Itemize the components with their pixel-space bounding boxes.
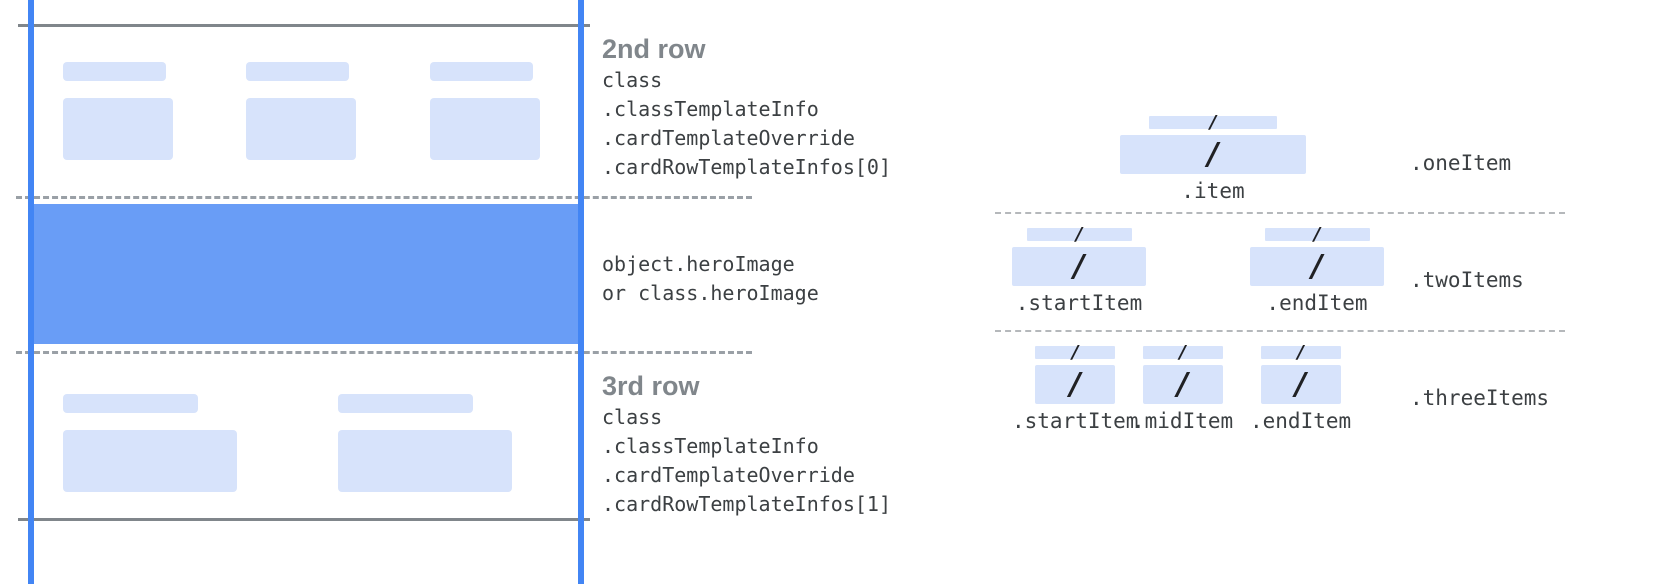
item-value-box: /	[1142, 365, 1223, 404]
item-value-box: /	[1012, 247, 1146, 286]
placeholder-label-bar	[246, 62, 350, 81]
annotation-code-line: .cardRowTemplateInfos[1]	[602, 492, 891, 516]
slash-icon: /	[1295, 366, 1307, 402]
placeholder-label-bar	[338, 394, 473, 413]
item-column: / / .startItem	[1012, 223, 1146, 315]
item-caption: .startItem	[1015, 291, 1143, 315]
annotation-code-line: .cardTemplateOverride	[602, 463, 855, 487]
placeholder-value-box	[338, 430, 512, 492]
group-three-items: / / .startItem / / .midItem /	[960, 336, 1676, 448]
third-row-column	[31, 394, 306, 494]
card-right-guide-line	[578, 0, 584, 584]
item-column: / / .item	[1120, 111, 1306, 203]
item-value-box: /	[1250, 247, 1384, 286]
card-left-guide-line	[28, 0, 34, 584]
item-caption: .endItem	[1250, 409, 1352, 433]
annotation-second-row: 2nd row class .classTemplateInfo .cardTe…	[602, 32, 891, 182]
annotation-code-line: object.heroImage	[602, 252, 795, 276]
item-caption: .item	[1181, 179, 1245, 203]
item-value-box: /	[1035, 365, 1116, 404]
slash-icon: /	[1075, 223, 1083, 245]
slash-icon: /	[1069, 366, 1081, 402]
card-template-frame	[0, 0, 752, 584]
slash-icon: /	[1207, 136, 1219, 172]
group-one-item: / / .item .oneItem	[960, 106, 1676, 212]
slash-icon: /	[1179, 341, 1186, 363]
card-bottom-border	[18, 518, 590, 521]
annotation-code-line: class	[602, 405, 663, 429]
placeholder-value-box	[63, 430, 237, 492]
slash-icon: /	[1313, 223, 1321, 245]
placeholder-label-bar	[429, 62, 533, 81]
second-row-column	[214, 62, 397, 162]
group-divider-upper	[995, 212, 1565, 214]
group-label: .twoItems	[1410, 268, 1524, 292]
group-two-items: / / .startItem / / .endItem .twoItems	[960, 218, 1676, 330]
slash-icon: /	[1071, 341, 1079, 363]
annotation-code-line: .cardRowTemplateInfos[0]	[602, 155, 891, 179]
slash-icon: /	[1073, 248, 1085, 284]
placeholder-label-bar	[63, 394, 198, 413]
card-top-border	[18, 24, 590, 27]
placeholder-value-box	[429, 98, 540, 160]
row-divider-upper	[16, 196, 752, 199]
annotation-third-row: 3rd row class .classTemplateInfo .cardTe…	[602, 369, 891, 519]
placeholder-label-bar	[63, 62, 166, 81]
annotation-code-line: .cardTemplateOverride	[602, 126, 855, 150]
item-label-bar: /	[1142, 341, 1223, 363]
group-divider-lower	[995, 330, 1565, 332]
annotation-code-line: or class.heroImage	[602, 281, 819, 305]
second-row-column	[31, 62, 214, 162]
item-label-bar: /	[1260, 341, 1341, 363]
row-divider-lower	[16, 351, 752, 354]
item-column: / / .endItem	[1250, 341, 1352, 433]
item-label-bar: /	[1026, 223, 1132, 245]
item-caption: .midItem	[1132, 409, 1234, 433]
item-value-box: /	[1260, 365, 1341, 404]
item-label-bar: /	[1035, 341, 1116, 363]
item-column: / / .endItem	[1250, 223, 1384, 315]
item-caption: .endItem	[1266, 291, 1368, 315]
item-caption: .startItem	[1012, 409, 1139, 433]
slash-icon: /	[1311, 248, 1323, 284]
second-row-blocks	[31, 62, 581, 162]
group-label: .oneItem	[1410, 151, 1512, 175]
hero-image-band	[31, 204, 581, 344]
second-row-column	[398, 62, 581, 162]
group-label: .threeItems	[1410, 386, 1550, 410]
annotation-code-line: class	[602, 68, 663, 92]
slash-icon: /	[1209, 111, 1217, 133]
item-column: / / .midItem	[1132, 341, 1234, 433]
placeholder-value-box	[63, 98, 173, 160]
annotation-title: 3rd row	[602, 371, 700, 401]
third-row-column	[306, 394, 581, 494]
slash-icon: /	[1177, 366, 1189, 402]
annotation-code-line: .classTemplateInfo	[602, 434, 819, 458]
placeholder-value-box	[246, 98, 357, 160]
annotation-hero-image: object.heroImage or class.heroImage	[602, 250, 819, 308]
annotation-code-line: .classTemplateInfo	[602, 97, 819, 121]
slash-icon: /	[1297, 341, 1304, 363]
item-layout-diagram: / / .item .oneItem / / .startItem	[960, 0, 1676, 584]
item-label-bar: /	[1149, 111, 1277, 133]
annotation-title: 2nd row	[602, 34, 706, 64]
item-column: / / .startItem	[1012, 341, 1139, 433]
item-label-bar: /	[1264, 223, 1370, 245]
third-row-blocks	[31, 394, 581, 494]
item-value-box: /	[1120, 135, 1306, 174]
